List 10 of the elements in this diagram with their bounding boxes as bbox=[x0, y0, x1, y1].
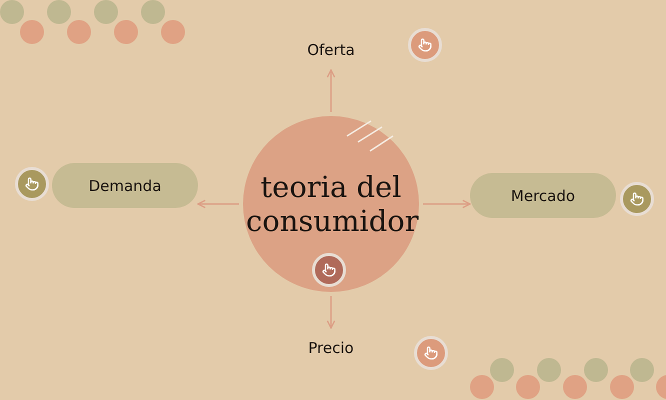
topic-text: Oferta bbox=[307, 41, 355, 59]
topic-text: Mercado bbox=[510, 186, 576, 204]
arrow bbox=[197, 200, 239, 208]
topic-text: Demanda bbox=[88, 176, 162, 194]
topic-pill bbox=[470, 173, 616, 218]
arrow bbox=[326, 69, 336, 112]
topic-pill bbox=[52, 163, 198, 208]
topic-text: Precio bbox=[308, 339, 354, 357]
arrow bbox=[423, 200, 471, 208]
arrow bbox=[326, 296, 336, 329]
